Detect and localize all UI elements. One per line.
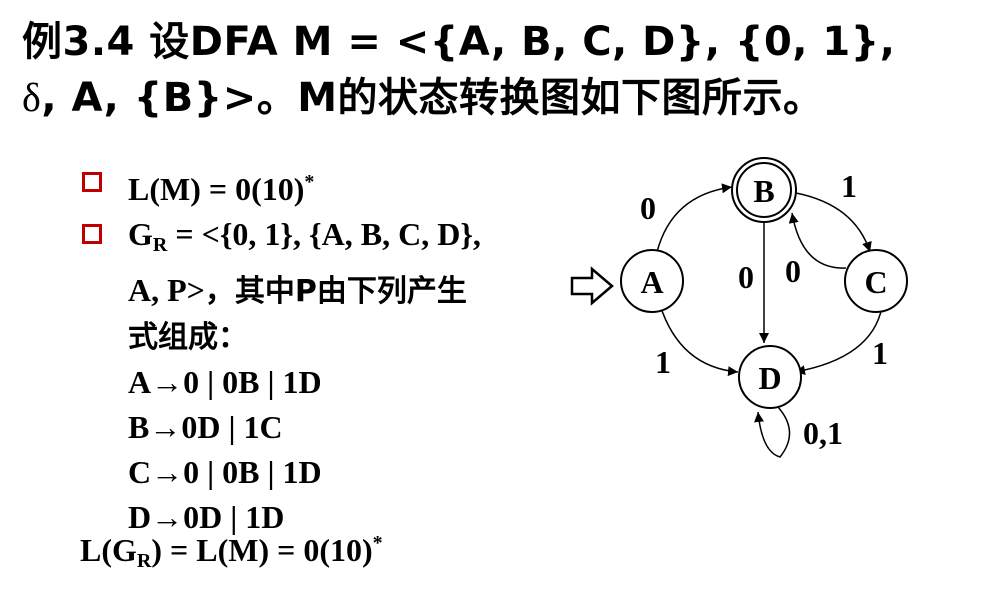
edge-c-b	[788, 212, 847, 269]
state-b-label: B	[753, 173, 774, 209]
state-d-label: D	[758, 360, 781, 396]
state-a: A	[620, 249, 684, 313]
title-line-1: 例3.4 设DFA M = <{A, B, C, D}, {0, 1},	[22, 19, 896, 65]
delta-symbol: δ	[22, 75, 42, 120]
edge-a-d	[659, 304, 739, 377]
grammar-subscript: R	[152, 234, 168, 256]
title-line-2: δ, A, {B}>。M的状态转换图如下图所示。	[22, 70, 982, 126]
grammar-tuple-part2: A, P>	[128, 272, 205, 308]
kleene-star: *	[304, 171, 315, 193]
final-star: *	[372, 532, 383, 554]
production-rule: D→0D | 1D	[128, 499, 285, 535]
edge-d-d	[754, 406, 791, 458]
square-bullet-icon	[82, 224, 102, 244]
edge-label-d-d: 0,1	[803, 415, 843, 451]
edge-label-a-b: 0	[640, 190, 656, 226]
grammar-description: ，其中P由下列产生	[204, 274, 467, 309]
edge-a-b	[656, 183, 733, 253]
edge-label-b-c: 1	[841, 168, 857, 204]
state-a-label: A	[640, 264, 663, 300]
state-transition-diagram: A B C D 0 1 0 0 1 1 0,1	[620, 157, 908, 458]
final-part2: ) = L(M) = 0(10)	[151, 532, 373, 568]
state-b: B	[731, 157, 797, 223]
state-c: C	[844, 249, 908, 313]
start-arrow-icon	[570, 266, 614, 306]
production-rule: B→0D | 1C	[128, 409, 283, 445]
square-bullet-icon	[82, 172, 102, 192]
title-line-2-text: , A, {B}>。M的状态转换图如下图所示。	[41, 75, 824, 121]
content-block: L(M) = 0(10)* GR = <{0, 1}, {A, B, C, D}…	[80, 160, 580, 540]
state-d: D	[738, 345, 802, 409]
final-equation: L(GR) = L(M) = 0(10)*	[80, 532, 383, 573]
edge-c-d	[794, 306, 883, 376]
edge-label-b-d: 0	[738, 259, 754, 295]
grammar-symbol: G	[128, 216, 153, 252]
production-rule: A→0 | 0B | 1D	[128, 364, 322, 400]
edge-label-c-d: 1	[872, 335, 888, 371]
grammar-description-2: 式组成：	[128, 320, 248, 355]
state-c-label: C	[864, 264, 887, 300]
language-expression: L(M) = 0(10)	[128, 171, 305, 207]
final-subscript: R	[136, 550, 152, 572]
edge-label-a-d: 1	[655, 344, 671, 380]
production-rule: C→0 | 0B | 1D	[128, 454, 322, 490]
grammar-tuple-part1: = <{0, 1}, {A, B, C, D},	[167, 216, 481, 252]
bullet-grammar: GR = <{0, 1}, {A, B, C, D}, A, P>，其中P由下列…	[80, 212, 580, 360]
edge-b-c	[795, 192, 872, 253]
final-part1: L(G	[80, 532, 137, 568]
slide-title: 例3.4 设DFA M = <{A, B, C, D}, {0, 1}, δ, …	[22, 14, 982, 126]
edge-label-c-b: 0	[785, 253, 801, 289]
bullet-language: L(M) = 0(10)*	[80, 160, 580, 212]
